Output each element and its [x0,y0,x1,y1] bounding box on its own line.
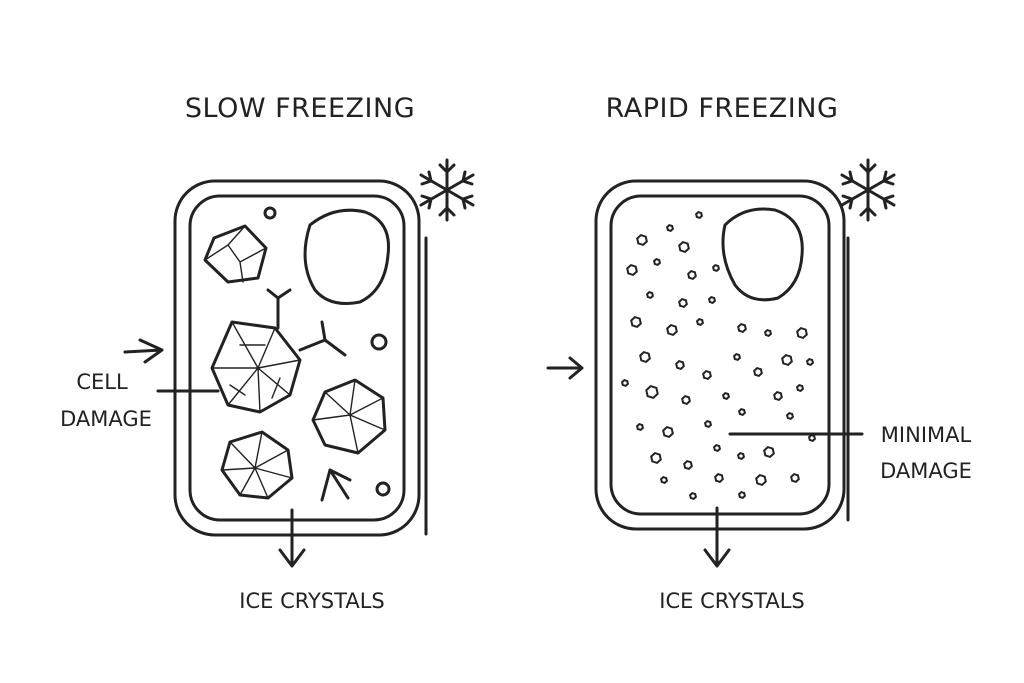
small-ice-crystal [659,475,669,485]
small-ice-crystal [707,295,717,305]
small-ice-crystal [763,328,773,338]
small-ice-crystal [688,491,698,501]
cell-membrane [609,194,831,516]
cell-wall [173,179,421,537]
small-ice-crystal [773,390,783,402]
arrow-right-icon [546,356,584,380]
small-ice-crystal [807,433,817,443]
label-ice-crystals: ICE CRYSTALS [659,589,804,613]
cell-wall [594,179,846,531]
small-ice-crystal [662,425,674,439]
small-ice-crystal [737,490,747,500]
small-ice-crystal [665,223,675,233]
label-minimal: MINIMAL [881,423,972,447]
small-ice-crystal [763,445,775,459]
small-ice-crystal [636,233,648,247]
small-ice-crystal [805,357,815,367]
ice-crystal [203,224,268,284]
small-ice-crystal [630,315,642,329]
small-ice-crystal [785,411,795,421]
small-ice-crystal [703,419,713,429]
small-ice-crystals [620,210,817,501]
panel-title: RAPID FREEZING [606,93,839,124]
small-ice-crystal [714,472,724,484]
small-ice-crystal [645,384,659,400]
small-ice-crystal [721,391,731,401]
cell-membrane [188,194,406,522]
label-cell: CELL [76,370,128,394]
slow-freezing-panel: SLOW FREEZING CELL DAMAGE [60,93,475,613]
small-ice-crystal [732,352,742,362]
small-ice-crystal [736,451,746,461]
arrow-right-icon [123,338,164,364]
particle [263,206,277,220]
arrow-down-icon [278,508,306,568]
small-ice-crystal [781,353,793,367]
nucleus [303,208,391,305]
small-ice-crystal [687,269,697,281]
label-damage: DAMAGE [880,459,972,483]
small-ice-crystal [694,210,704,220]
small-ice-crystal [702,369,712,381]
snowflake-icon [419,158,475,222]
small-ice-crystal [795,383,805,393]
small-ice-crystal [635,422,645,432]
small-ice-crystal [652,257,662,267]
panel-title: SLOW FREEZING [185,93,415,124]
small-ice-crystal [737,322,747,334]
label-damage: DAMAGE [60,407,152,431]
small-ice-crystal [666,323,678,337]
arrow-icon [320,468,352,502]
small-ice-crystal [620,378,630,388]
small-ice-crystal [681,394,691,406]
particle [375,481,391,497]
particle [370,333,388,351]
small-ice-crystal [712,443,722,453]
small-ice-crystal [678,297,688,309]
nucleus [721,207,804,302]
small-ice-crystal [683,459,693,471]
ice-crystal [220,430,294,500]
small-ice-crystal [796,326,808,340]
small-ice-crystal [753,366,763,378]
ice-crystal-large [210,288,347,414]
small-ice-crystal [675,359,685,371]
small-ice-crystal [755,473,767,487]
small-ice-crystal [645,290,655,300]
small-ice-crystal [790,472,800,484]
small-ice-crystal [711,263,721,273]
small-ice-crystal [695,317,705,327]
snowflake-icon [840,158,896,222]
small-ice-crystal [639,350,651,364]
small-ice-crystal [626,263,638,277]
label-ice-crystals: ICE CRYSTALS [239,589,384,613]
rapid-freezing-panel: RAPID FREEZING MINIMAL DAMAGE ICE CRYSTA… [546,93,972,613]
small-ice-crystal [737,407,747,417]
ice-crystal [311,378,387,455]
arrow-down-icon [703,506,731,568]
small-ice-crystal [650,451,662,465]
small-ice-crystal [678,240,690,254]
